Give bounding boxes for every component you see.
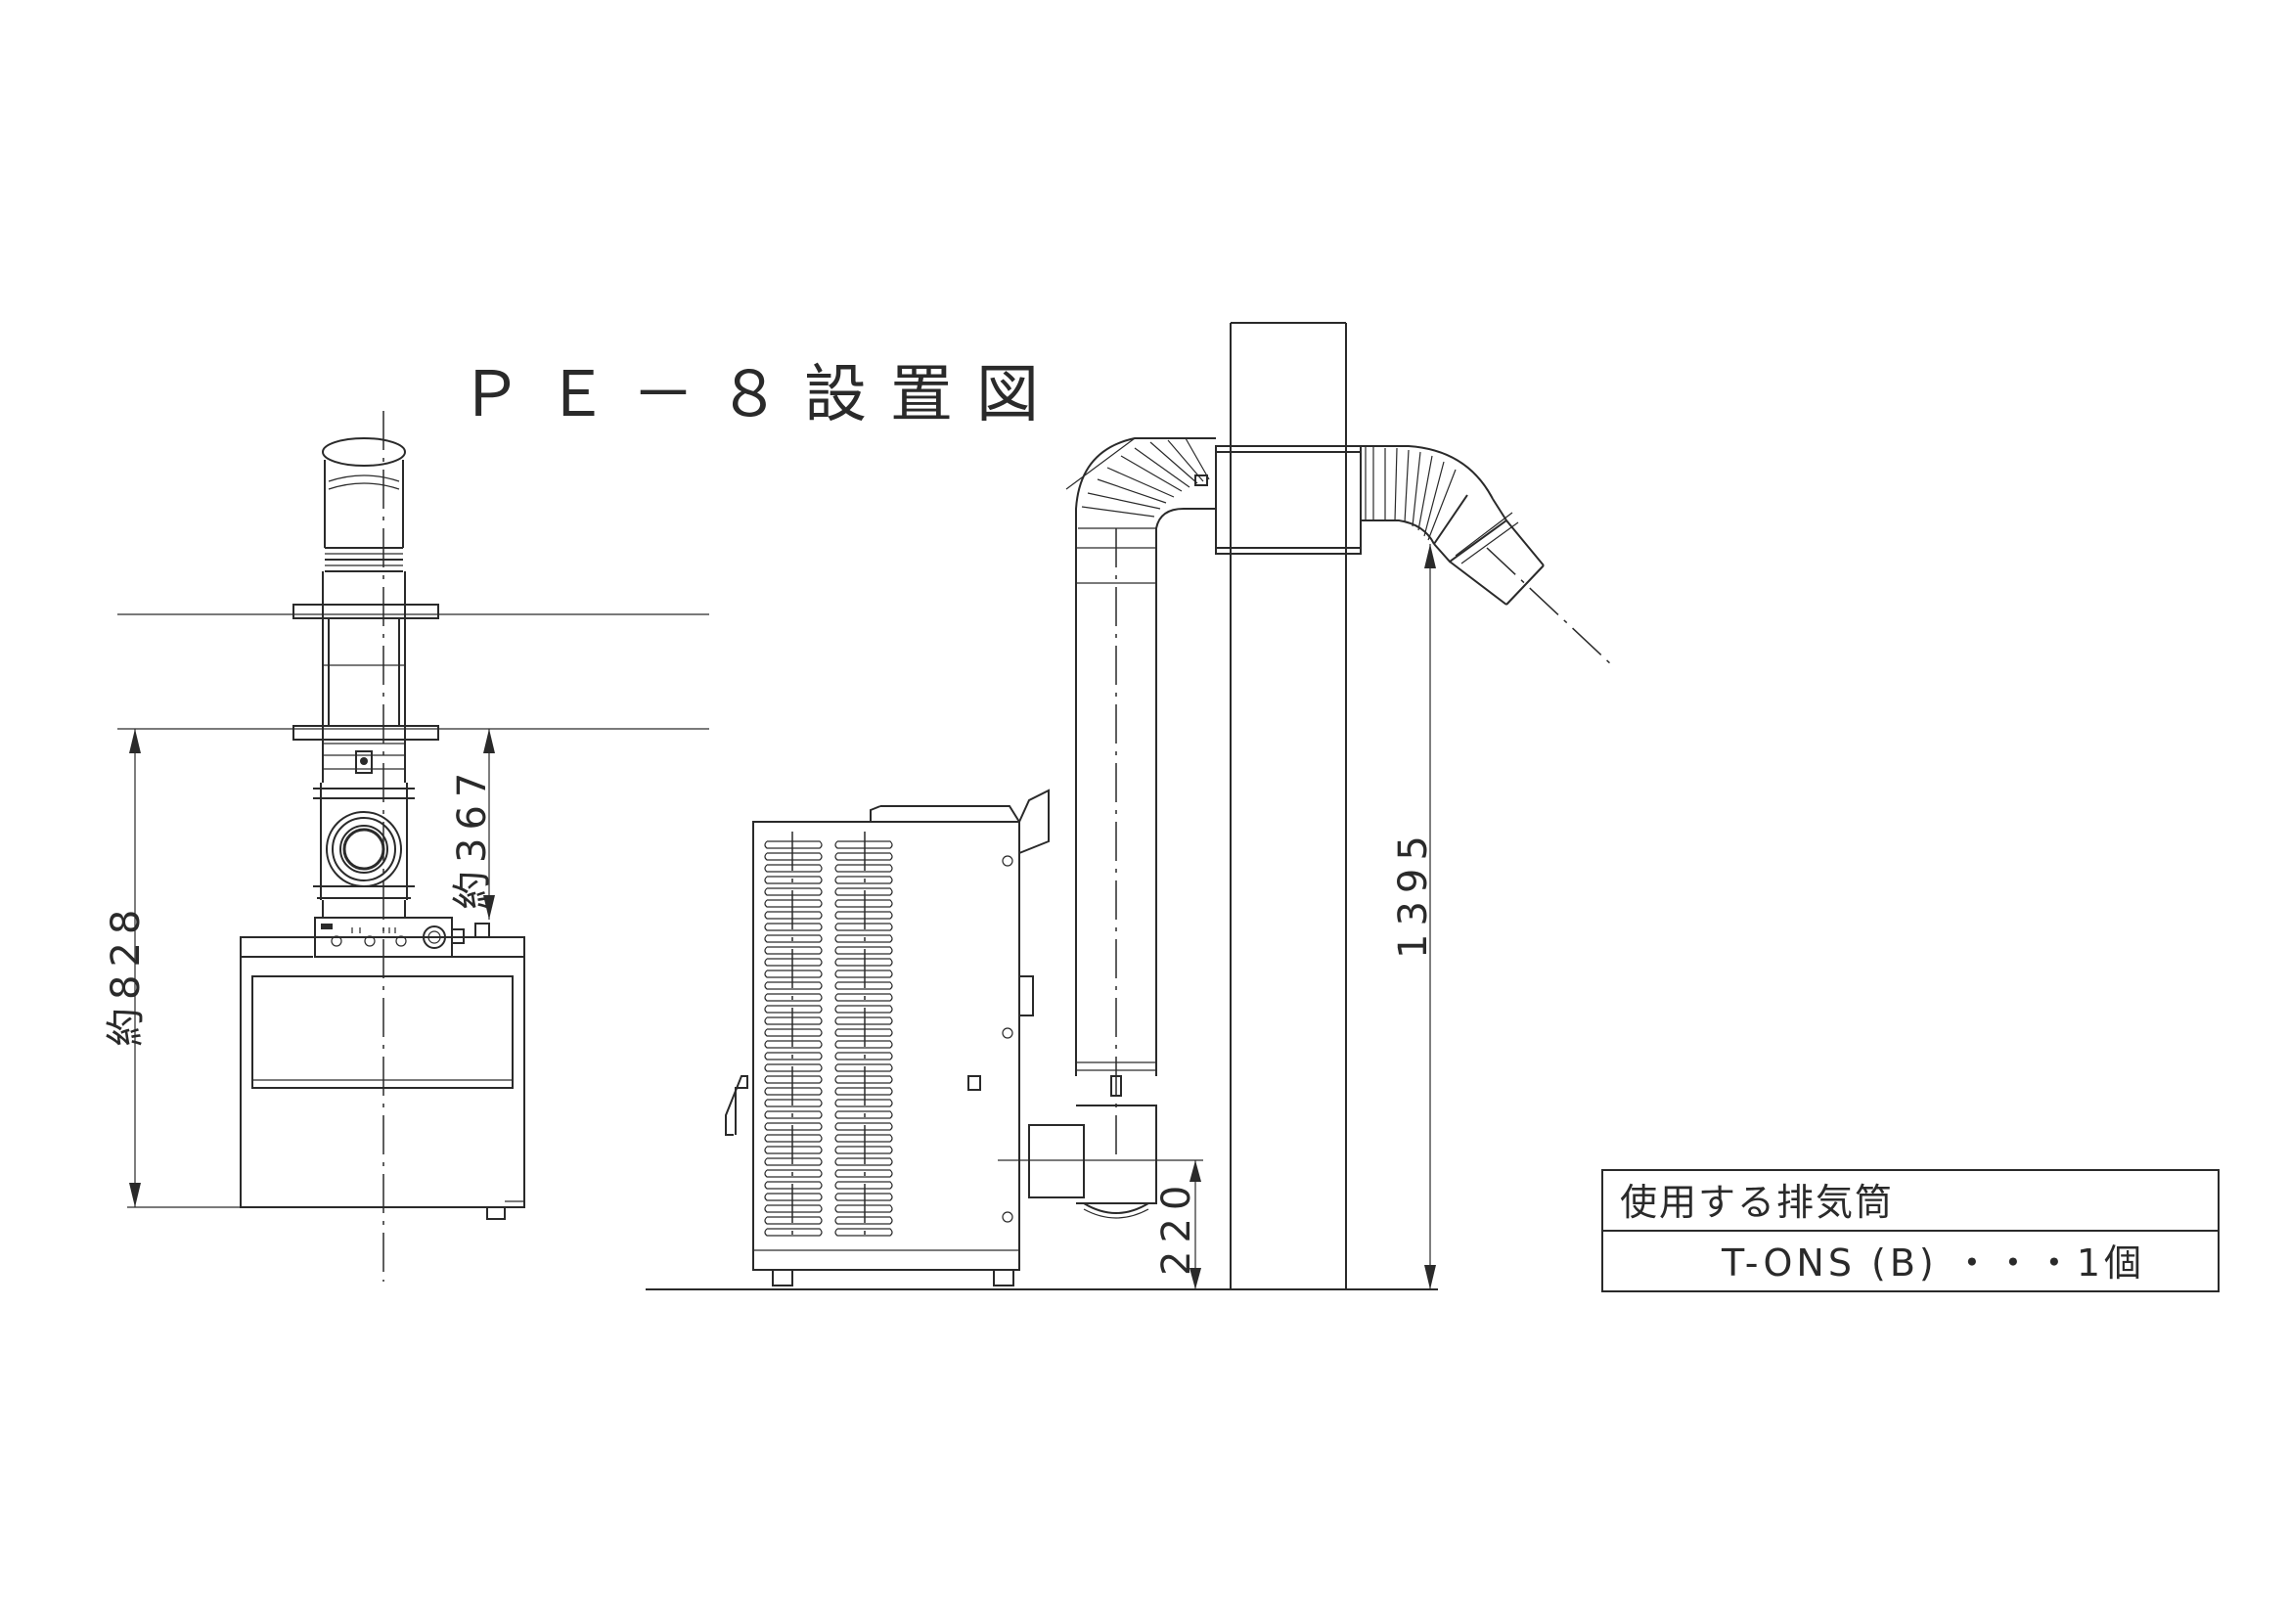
louver-slat [764,946,823,955]
spec-table-header: 使用する排気筒 [1620,1181,1894,1224]
louver-slat [834,876,893,884]
louver-slat [764,911,823,920]
louver-slat [764,876,823,884]
louver-slat [764,887,823,896]
dimension-front-height-label: 約828 [104,902,149,1047]
louver-slat [764,899,823,908]
louver-slat [764,1216,823,1225]
dimension-front-outlet-label: 約367 [450,765,495,910]
louver-slat [764,1204,823,1213]
louver-slat [764,1075,823,1084]
louver-slat [834,1181,893,1190]
louver-slat [834,1146,893,1154]
louver-slat [764,1122,823,1131]
louver-slat [764,1228,823,1237]
louver-slat [764,1052,823,1060]
louver-slat [764,1005,823,1014]
louver-slat [764,840,823,849]
front-top-elbow [322,437,406,572]
louver-slat [764,1087,823,1096]
louver-slat [764,1169,823,1178]
louver-slat [834,1063,893,1072]
dimension-side-pipe-height: 1395 [1391,544,1436,1289]
louver-slat [834,899,893,908]
louver-slat [834,1122,893,1131]
louver-slat [834,923,893,931]
louver-slat [834,1216,893,1225]
louver-slat [764,1110,823,1119]
louver-slat [764,934,823,943]
side-exhaust-pipe [1075,528,1157,1154]
louver-slat [834,852,893,861]
louver-slat [764,1099,823,1107]
side-elbow-right [1361,445,1613,666]
side-wall-column [1215,322,1362,1289]
dimension-front-height: 約828 [104,729,245,1208]
louver-slat [834,970,893,978]
louver-slat [834,1075,893,1084]
louver-slat [764,1040,823,1049]
dimension-side-pipe-height-label: 1395 [1391,828,1436,959]
dimension-side-outlet: 220 [1154,1160,1201,1289]
louver-slat [834,911,893,920]
louver-slat [764,1063,823,1072]
louver-slat [764,993,823,1002]
front-flange-top [292,604,439,619]
louver-slat [834,1099,893,1107]
louver-slat [834,1157,893,1166]
louver-slat [834,1040,893,1049]
louver-slat [834,993,893,1002]
side-view: 1395 220 [646,322,1613,1290]
louver-slat [764,1146,823,1154]
louver-slat [834,958,893,967]
spec-table-row: T-ONS (B) ・・・1個 [1721,1241,2145,1285]
louver-slat [834,1228,893,1237]
louver-slat [834,1028,893,1037]
side-heater-body [725,789,1050,1286]
front-lower-pipe [313,783,415,918]
louver-slat [764,1193,823,1201]
louver-slat [834,1169,893,1178]
louver-slat [764,970,823,978]
louver-slat [764,923,823,931]
louver-slat [834,840,893,849]
louver-slat [834,864,893,873]
spec-table: 使用する排気筒 T-ONS (B) ・・・1個 [1601,1169,2220,1292]
dimension-side-outlet-label: 220 [1154,1178,1199,1276]
louver-slat [834,1193,893,1201]
front-pipe-clamp [355,750,373,774]
louver-slat [764,1134,823,1143]
louver-slat [764,852,823,861]
louver-slat [764,1016,823,1025]
louver-slat [764,864,823,873]
side-outlet-box [998,1105,1203,1219]
louver-slat [834,946,893,955]
louver-slat [764,1028,823,1037]
louver-slat [834,934,893,943]
front-heater-body [240,936,525,1220]
louver-slat [834,1005,893,1014]
louver-slat [834,1204,893,1213]
louver-slat [764,1181,823,1190]
side-louvers [764,840,893,1237]
louver-slat [834,887,893,896]
louver-slat [834,1110,893,1119]
dimension-front-outlet: 約367 [450,729,495,920]
front-flange-bottom [292,725,439,741]
louver-slat [834,1052,893,1060]
front-vertical-pipe [322,571,406,783]
louver-slat [834,1134,893,1143]
louver-slat [764,1157,823,1166]
drawing-title: ＰＥ－８設置図 [460,359,1062,431]
louver-slat [764,981,823,990]
side-elbow-left [1065,437,1216,577]
louver-slat [834,1087,893,1096]
louver-slat [834,981,893,990]
front-view: 約828 約367 [104,411,709,1282]
louver-slat [764,958,823,967]
louver-slat [834,1016,893,1025]
